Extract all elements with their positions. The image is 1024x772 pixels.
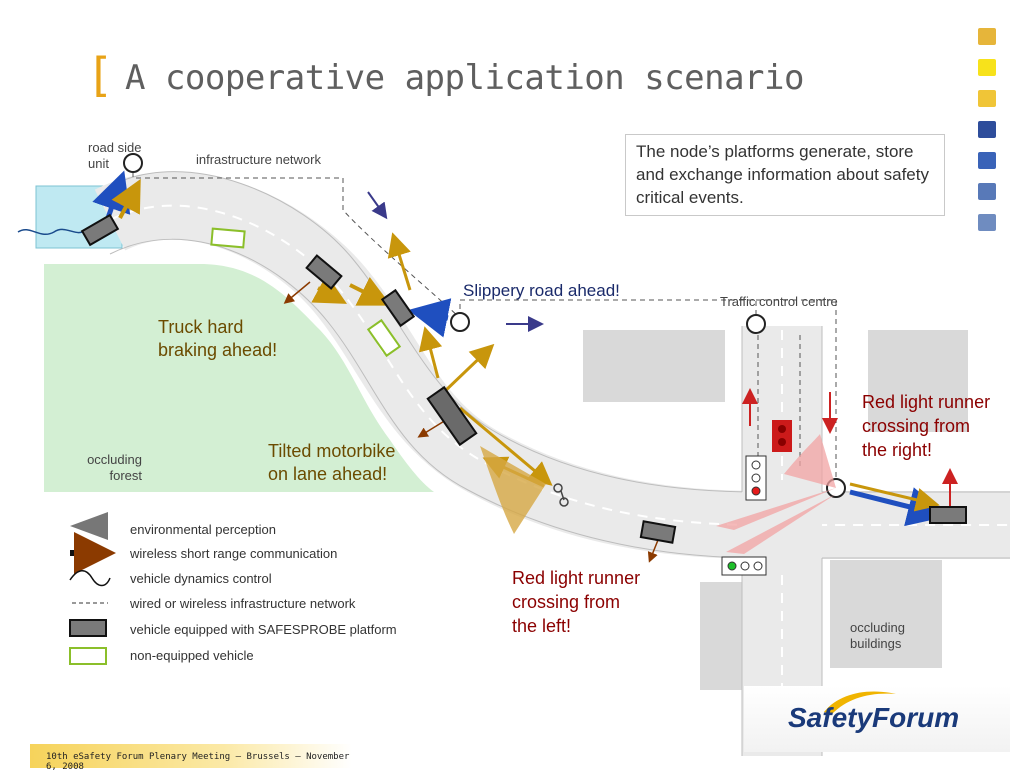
traffic-light-vertical	[745, 455, 767, 501]
perception-cone	[480, 446, 546, 534]
red-light-left-callout: Red light runner crossing from the left!	[512, 568, 641, 636]
vehicle-equipped-3	[380, 288, 416, 328]
building-1	[583, 330, 725, 402]
vehicle-equipped-4	[639, 520, 677, 544]
legend-dynamics-label: vehicle dynamics control	[130, 571, 272, 586]
infrastructure-network-line	[132, 163, 461, 319]
footer-bar: 10th eSafety Forum Plenary Meeting – Bru…	[30, 744, 352, 772]
side-squares	[978, 28, 998, 245]
pink-cone-1	[784, 434, 836, 488]
tilted-motorbike-callout: Tilted motorbike on lane ahead!	[268, 441, 396, 484]
infrastructure-network-label: infrastructure network	[196, 152, 321, 167]
traffic-control-centre-label: Traffic control centre	[720, 294, 838, 309]
red-light-right-callout: Red light runner crossing from the right…	[862, 392, 991, 460]
occluding-forest-area	[44, 264, 434, 492]
safety-forum-logo	[744, 686, 1010, 752]
vehicle-equipped-2	[305, 254, 343, 290]
legend-wireless-label: wireless short range communication	[130, 546, 338, 561]
side-square-2	[978, 59, 996, 76]
node-platforms-note: The node’s platforms generate, store and…	[625, 134, 945, 216]
vehicle-equipped-5	[929, 506, 967, 524]
legend-perception-label: environmental perception	[130, 522, 276, 537]
legend-non-equipped-icon	[69, 647, 107, 665]
side-square-7	[978, 214, 996, 231]
legend-equipped-icon	[69, 619, 107, 637]
building-2	[868, 330, 968, 432]
vehicle-equipped-1	[80, 213, 120, 247]
traffic-light-horizontal	[721, 556, 767, 576]
title-bracket: [	[86, 48, 114, 102]
side-square-4	[978, 121, 996, 138]
truck-braking-callout: Truck hard braking ahead!	[158, 317, 278, 360]
footer-text: 10th eSafety Forum Plenary Meeting – Bru…	[46, 752, 350, 772]
occluding-forest-label: occluding forest	[87, 452, 142, 483]
node-traffic-control	[746, 314, 766, 334]
truck-equipped	[426, 385, 478, 447]
side-square-1	[978, 28, 996, 45]
side-square-5	[978, 152, 996, 169]
vehicle-non-equipped-1	[210, 227, 246, 249]
legend-dynamics-icon	[69, 570, 111, 587]
motorbike-icon	[553, 483, 569, 507]
legend-equipped-label: vehicle equipped with SAFESPROBE platfor…	[130, 622, 397, 637]
legend-non-equipped-label: non-equipped vehicle	[130, 648, 254, 663]
node-roadside-unit	[123, 153, 143, 173]
legend-network-label: wired or wireless infrastructure network	[130, 596, 356, 611]
side-square-6	[978, 183, 996, 200]
logo-text: SafetyForum	[788, 702, 960, 733]
logo-swoosh-icon	[824, 691, 896, 714]
side-square-3	[978, 90, 996, 107]
occluding-buildings-label: occluding buildings	[850, 620, 905, 651]
road-side-unit-label: road side unit	[88, 140, 142, 171]
building-3	[700, 582, 752, 690]
slippery-road-callout: Slippery road ahead!	[463, 281, 620, 300]
slide-title: A cooperative application scenario	[125, 58, 804, 98]
legend-perception-icon	[70, 512, 108, 540]
node-slippery	[450, 312, 470, 332]
vehicle-non-equipped-2	[366, 318, 402, 358]
traffic-light-red-top	[772, 420, 792, 452]
building-4	[830, 560, 942, 668]
